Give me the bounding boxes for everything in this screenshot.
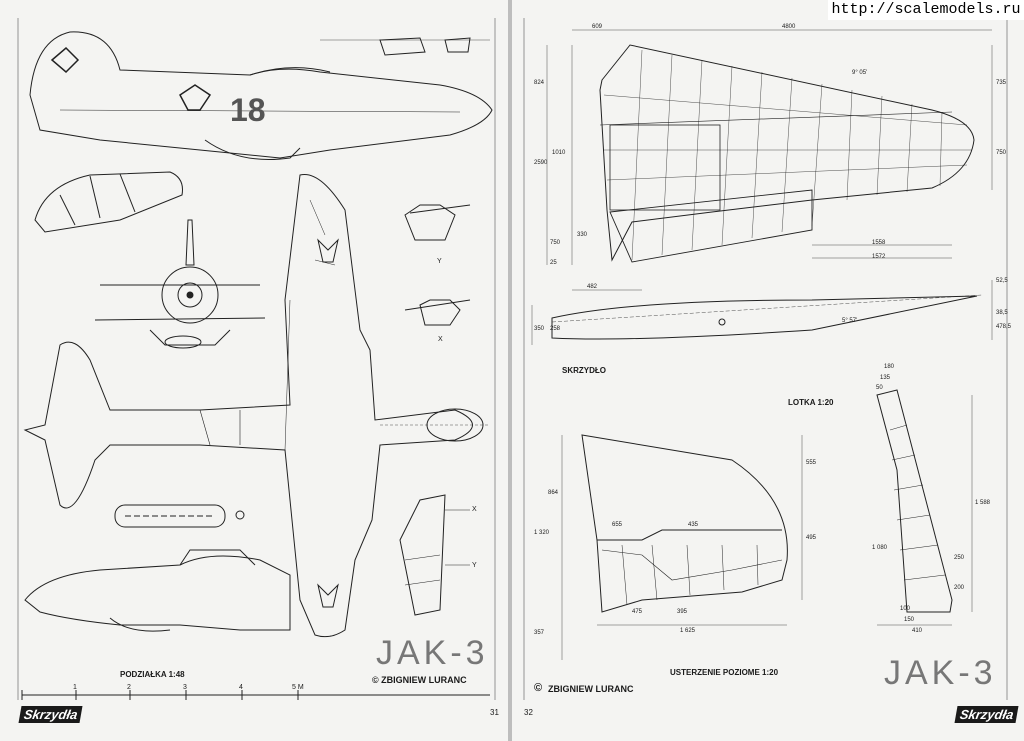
control-surface-detail	[399, 494, 470, 616]
right-logo: Skrzydła	[954, 706, 1019, 723]
wing-profile	[531, 280, 993, 345]
tailplane-label: USTERZENIE POZIOME 1:20	[670, 668, 779, 677]
gun-tray-detail	[114, 504, 245, 528]
tail-dim-357: 357	[534, 630, 545, 636]
tail-dim-435: 435	[688, 522, 699, 528]
aileron-dim-250: 250	[954, 555, 965, 561]
left-logo: Skrzydła	[18, 706, 83, 723]
wing-dim-824: 824	[534, 80, 545, 86]
aileron-dim-180: 180	[884, 364, 895, 370]
view-label-y2: Y	[472, 562, 477, 569]
left-page-number: 31	[490, 708, 499, 717]
aileron-dim-100: 100	[900, 606, 911, 612]
wing-dim-38-5: 38,5	[996, 310, 1008, 316]
view-label-x2: X	[472, 506, 477, 513]
side-view-top	[29, 31, 493, 161]
right-title: JAK-3	[884, 654, 997, 692]
wing-dim-25: 25	[550, 260, 557, 266]
wing-dim-750a: 750	[996, 150, 1007, 156]
aileron-dim-135: 135	[880, 375, 891, 381]
scale-tick-4: 4	[239, 684, 243, 691]
left-title: JAK-3	[376, 634, 489, 672]
right-copyright: ZBIGNIEW LURANC	[548, 684, 634, 694]
detail-x-y	[404, 204, 471, 326]
wing-dim-2590: 2590	[534, 160, 548, 166]
tailplane	[561, 434, 803, 660]
scale-tick-2: 2	[127, 684, 131, 691]
tail-dim-655: 655	[612, 522, 623, 528]
aileron-dim-50: 50	[876, 385, 883, 391]
left-page-drawings	[17, 18, 496, 700]
wing-planform	[546, 29, 993, 291]
fuselage-number: 18	[230, 92, 266, 128]
wing-dim-350: 350	[534, 326, 545, 332]
copyright-symbol: ©	[534, 682, 543, 694]
tail-dim-475: 475	[632, 609, 643, 615]
left-copyright: © ZBIGNIEW LURANC	[372, 675, 467, 685]
aileron-dim-200: 200	[954, 585, 965, 591]
tail-dim-395: 395	[677, 609, 688, 615]
scale-tick-1: 1	[73, 684, 77, 691]
view-label-y1: Y	[437, 258, 442, 265]
wing-label: SKRZYDŁO	[562, 366, 606, 375]
aileron-dim-410: 410	[912, 628, 923, 634]
scale-label: PODZIAŁKA 1:48	[120, 670, 185, 679]
wing-dim-258: 258	[550, 326, 561, 332]
scale-tick-5: 5 M	[292, 684, 304, 691]
aileron-dim-150: 150	[904, 617, 915, 623]
tail-dim-1625: 1 625	[680, 628, 696, 634]
tail-dim-495: 495	[806, 535, 817, 541]
wing-dim-330: 330	[577, 232, 588, 238]
plan-view	[23, 173, 490, 638]
aileron-dim-1588: 1 588	[975, 500, 991, 506]
wing-dim-52-5: 52,5	[996, 278, 1008, 284]
wing-dim-1572: 1572	[872, 254, 886, 260]
right-page-drawings	[523, 18, 1008, 700]
watermark: http://scalemodels.ru	[828, 0, 1024, 20]
scale-bar	[21, 690, 490, 700]
aileron-label: LOTKA 1:20	[788, 398, 834, 407]
left-page: 18 Y X X Y JAK-3 © ZBIGNIEW LURANC PODZI…	[0, 0, 508, 741]
wing-dim-1010: 1010	[552, 150, 566, 156]
view-label-x1: X	[438, 336, 443, 343]
wing-dim-478-5: 478,5	[996, 324, 1012, 330]
scale-tick-3: 3	[183, 684, 187, 691]
right-page-number: 32	[524, 708, 533, 717]
wing-dim-735: 735	[996, 80, 1007, 86]
tail-dim-864: 864	[548, 490, 559, 496]
right-page: http://scalemodels.ru 609 4800 9° 05' 82…	[512, 0, 1024, 741]
page-gutter	[508, 0, 512, 741]
canopy-view	[34, 171, 183, 233]
aileron-dim-1080: 1 080	[872, 545, 888, 551]
aileron	[876, 389, 973, 626]
wing-dim-4800: 4800	[782, 24, 796, 30]
front-view	[94, 219, 266, 349]
wing-dim-angle: 9° 05'	[852, 70, 868, 76]
wing-dim-1558: 1558	[872, 240, 886, 246]
wing-dim-482: 482	[587, 284, 598, 290]
tail-dim-1320: 1 320	[534, 530, 550, 536]
side-view-bottom	[24, 549, 291, 632]
tail-dim-555: 555	[806, 460, 817, 466]
wing-dim-angle2: 5° 57'	[842, 318, 858, 324]
wing-dim-609: 609	[592, 24, 603, 30]
wing-dim-750b: 750	[550, 240, 561, 246]
